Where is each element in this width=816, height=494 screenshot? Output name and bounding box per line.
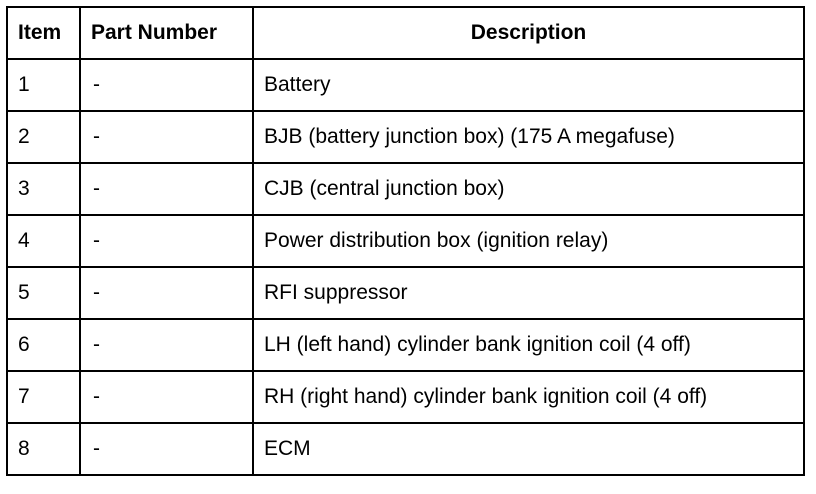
cell-part-number: - xyxy=(79,214,254,268)
cell-item: 8 xyxy=(6,422,81,476)
header-item: Item xyxy=(6,6,81,60)
cell-item: 2 xyxy=(6,110,81,164)
cell-description: ECM xyxy=(252,422,805,476)
table-header: Item Part Number Description xyxy=(6,6,805,60)
cell-item: 7 xyxy=(6,370,81,424)
cell-description: CJB (central junction box) xyxy=(252,162,805,216)
table-row: 5 - RFI suppressor xyxy=(6,266,805,320)
cell-item: 3 xyxy=(6,162,81,216)
cell-item: 4 xyxy=(6,214,81,268)
cell-description: LH (left hand) cylinder bank ignition co… xyxy=(252,318,805,372)
cell-description: BJB (battery junction box) (175 A megafu… xyxy=(252,110,805,164)
table-row: 8 - ECM xyxy=(6,422,805,476)
header-description: Description xyxy=(252,6,805,60)
cell-part-number: - xyxy=(79,58,254,112)
header-row: Item Part Number Description xyxy=(6,6,805,60)
cell-item: 1 xyxy=(6,58,81,112)
table-row: 6 - LH (left hand) cylinder bank ignitio… xyxy=(6,318,805,372)
cell-item: 5 xyxy=(6,266,81,320)
table-row: 4 - Power distribution box (ignition rel… xyxy=(6,214,805,268)
table-body: 1 - Battery 2 - BJB (battery junction bo… xyxy=(6,58,805,476)
cell-part-number: - xyxy=(79,370,254,424)
cell-description: RFI suppressor xyxy=(252,266,805,320)
cell-description: Battery xyxy=(252,58,805,112)
cell-part-number: - xyxy=(79,266,254,320)
parts-table: Item Part Number Description 1 - Battery… xyxy=(6,6,805,476)
cell-description: Power distribution box (ignition relay) xyxy=(252,214,805,268)
cell-part-number: - xyxy=(79,422,254,476)
table-row: 2 - BJB (battery junction box) (175 A me… xyxy=(6,110,805,164)
table-row: 3 - CJB (central junction box) xyxy=(6,162,805,216)
cell-part-number: - xyxy=(79,318,254,372)
header-part-number: Part Number xyxy=(79,6,254,60)
cell-part-number: - xyxy=(79,162,254,216)
cell-item: 6 xyxy=(6,318,81,372)
cell-description: RH (right hand) cylinder bank ignition c… xyxy=(252,370,805,424)
cell-part-number: - xyxy=(79,110,254,164)
table-row: 1 - Battery xyxy=(6,58,805,112)
table-row: 7 - RH (right hand) cylinder bank igniti… xyxy=(6,370,805,424)
